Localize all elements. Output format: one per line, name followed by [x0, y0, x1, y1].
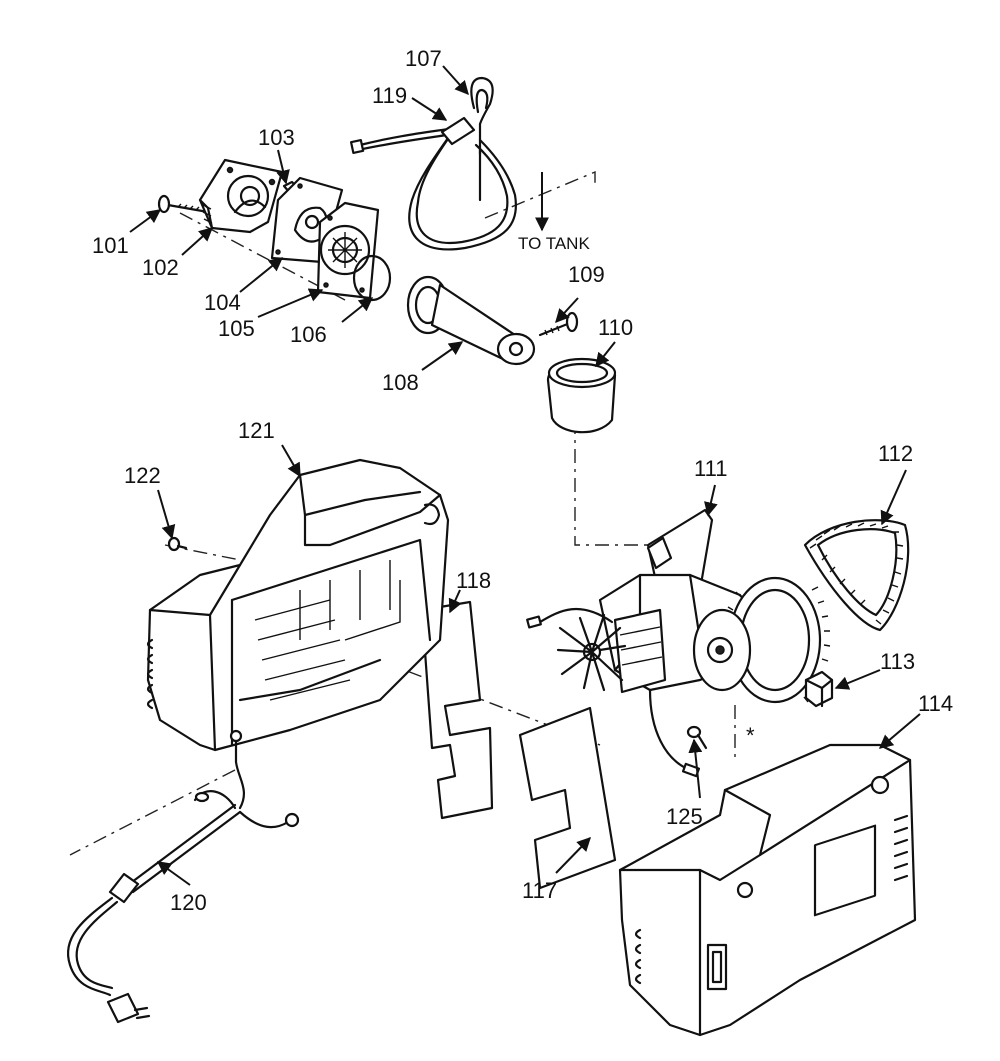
part-111-motor-pump-assembly [526, 508, 831, 778]
part-120-power-cord [67, 729, 300, 1024]
part-118-baffle [420, 600, 494, 820]
part-102-cylinder-head [198, 158, 284, 234]
callout-112: 112 [878, 441, 913, 466]
part-107-119-outlet-tube [349, 76, 517, 251]
callout-109: 109 [568, 262, 605, 287]
to-tank-note: TO TANK [518, 234, 590, 253]
part-114-front-shroud [618, 743, 917, 1037]
callout-108: 108 [382, 370, 419, 395]
part-108-connecting-rod [406, 275, 536, 366]
callout-114: 114 [918, 691, 953, 716]
callout-107: 107 [405, 46, 442, 71]
callout-117: 117 [522, 878, 557, 903]
part-113-belt-guard-block [804, 670, 834, 708]
callout-111: 111 [694, 456, 727, 481]
part-105-valve-plate-gasket [316, 201, 380, 300]
callout-leaders [129, 65, 921, 886]
part-110-cylinder-sleeve [546, 357, 617, 434]
callout-120: 120 [170, 890, 207, 915]
callout-110: 110 [598, 315, 633, 340]
callout-104: 104 [204, 290, 241, 315]
part-101-bolt [157, 194, 210, 214]
callout-121: 121 [238, 418, 275, 443]
callout-105: 105 [218, 316, 255, 341]
part-112-drive-belt [803, 519, 910, 632]
part-122-screw [167, 536, 188, 552]
part-121-rear-shroud [146, 458, 450, 752]
callout-103: 103 [258, 125, 295, 150]
part-125-screw [686, 725, 708, 750]
callout-labels: 101 102 103 104 105 106 107 119 108 109 … [92, 46, 953, 915]
callout-125: 125 [666, 804, 703, 829]
callout-118: 118 [456, 568, 491, 593]
callout-102: 102 [142, 255, 179, 280]
callout-106: 106 [290, 322, 327, 347]
callout-122: 122 [124, 463, 161, 488]
motor-fan [556, 613, 624, 692]
callout-113: 113 [880, 649, 915, 674]
callout-119: 119 [372, 83, 407, 108]
part-117-baffle [518, 706, 617, 890]
part-109-screw [538, 311, 579, 337]
asterisk-note: * [746, 723, 755, 748]
callout-101: 101 [92, 233, 129, 258]
